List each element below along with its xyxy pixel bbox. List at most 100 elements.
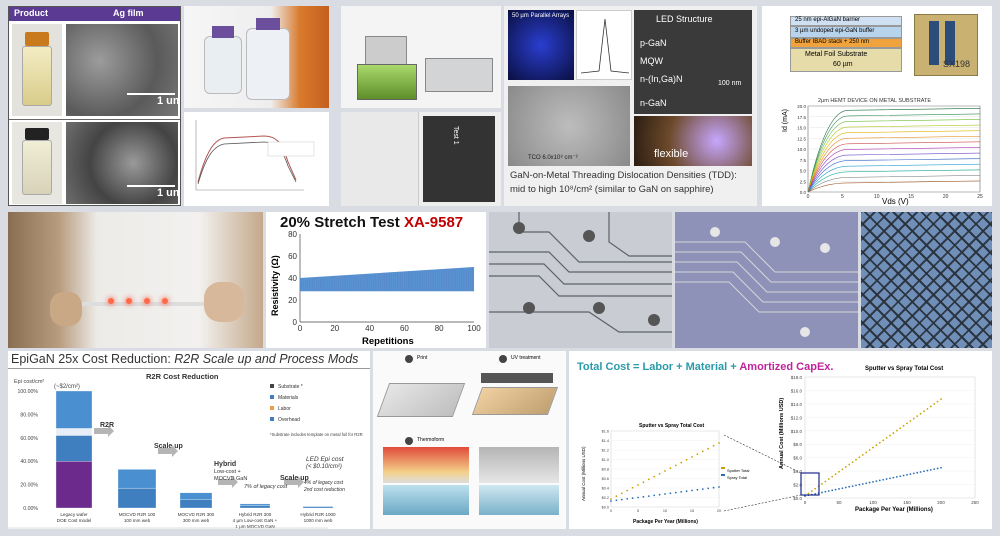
hemt-curve xyxy=(807,180,981,193)
hemt-curve xyxy=(807,175,981,193)
hemt-ytick: 0.0 xyxy=(800,190,807,195)
large-spray-point xyxy=(875,480,878,483)
large-ytick: $6.0 xyxy=(793,456,802,461)
col-ag-film: Ag film xyxy=(113,8,144,18)
stretch-test-title: 20% Stretch Test XA-9587 xyxy=(280,214,464,231)
large-sputter-point xyxy=(912,417,915,420)
epi-bar-label: 4 µm Low-cost GaN + xyxy=(233,518,278,523)
large-sputter-point xyxy=(855,458,857,461)
large-spray-point xyxy=(906,473,908,476)
small-spray-point xyxy=(647,495,650,497)
small-sputter-point xyxy=(631,486,634,489)
large-spray-point xyxy=(892,476,895,479)
hemt-curve xyxy=(807,163,981,193)
epi-bar-segment xyxy=(55,428,93,436)
large-sputter-point xyxy=(875,444,878,447)
large-sputter-point xyxy=(807,492,810,495)
large-sputter-point xyxy=(844,466,847,468)
hemt-curve xyxy=(807,147,981,193)
epi-bar-label: 1000 mm web xyxy=(304,518,333,523)
small-xtick: 5 xyxy=(637,509,639,513)
lab-bottles-photo xyxy=(184,6,329,108)
small-sputter-point xyxy=(674,464,677,467)
small-sputter-point xyxy=(691,456,693,458)
large-spray-point xyxy=(912,472,915,475)
large-sputter-point xyxy=(936,400,939,403)
large-sputter-point xyxy=(919,412,922,415)
small-ytick: $1.6 xyxy=(602,430,609,434)
product-ag-film-table: Product Ag film 1 um 1 um xyxy=(8,6,181,206)
large-sputter-point xyxy=(858,456,861,459)
small-ytick: $1.2 xyxy=(602,449,609,453)
epi-legend-label: Substrate * xyxy=(278,384,303,390)
large-spray-point xyxy=(882,478,885,481)
r2r-chart-title: R2R Cost Reduction xyxy=(146,372,219,381)
small-xtick: 0 xyxy=(610,509,612,513)
circuit-photo-2 xyxy=(675,212,858,348)
epi-step-arrow xyxy=(284,476,304,488)
hemt-xtick: 20 xyxy=(943,194,949,200)
small-sputter-point xyxy=(696,453,699,456)
large-spray-point xyxy=(899,475,902,478)
large-spray-point xyxy=(858,483,861,486)
large-spray-point xyxy=(929,468,932,471)
large-ytick: $12.0 xyxy=(791,415,803,420)
tdd-caption-2: mid to high 10⁸/cm² (similar to GaN on s… xyxy=(510,184,714,195)
large-sputter-point xyxy=(878,441,881,444)
epi-legend-swatch xyxy=(270,406,274,410)
epi-bar-segment xyxy=(239,503,271,506)
epi-ytick: 40.00% xyxy=(20,459,38,465)
large-xtick: 250 xyxy=(971,500,979,505)
large-xtick: 200 xyxy=(937,500,945,505)
small-spray-point xyxy=(685,490,688,493)
large-spray-point xyxy=(821,491,823,494)
small-spray-point xyxy=(620,498,623,501)
hemt-curve xyxy=(807,130,981,193)
large-sputter-point xyxy=(923,410,925,413)
large-spray-point xyxy=(851,485,854,488)
step-print: Print xyxy=(376,355,467,435)
hemt-curve xyxy=(807,141,981,193)
epi-step-arrow xyxy=(158,445,178,457)
small-sputter-point xyxy=(653,475,656,478)
epi-bar-segment xyxy=(302,505,334,507)
hemt-xtick: 10 xyxy=(874,194,880,200)
large-sputter-point xyxy=(821,482,823,485)
large-spray-point xyxy=(916,471,919,474)
hemt-ylabel: Id (mA) xyxy=(782,109,789,132)
large-sputter-point xyxy=(899,427,902,430)
small-spray-point xyxy=(626,498,629,500)
tdd-caption-1: GaN-on-Metal Threading Dislocation Densi… xyxy=(510,170,737,181)
large-spray-point xyxy=(824,490,827,493)
small-spray-point xyxy=(696,488,699,491)
hemt-xtick: 25 xyxy=(977,194,983,200)
large-spray-point xyxy=(814,492,817,495)
large-sputter-point xyxy=(838,470,840,473)
large-sputter-point xyxy=(902,424,905,427)
arrays-profile xyxy=(576,10,632,80)
small-sputter-point xyxy=(701,450,704,453)
large-spray-point xyxy=(855,484,857,487)
small-sputter-point xyxy=(685,458,688,461)
col-product: Product xyxy=(14,8,49,18)
hemt-ytick: 5.0 xyxy=(800,169,807,174)
large-spray-point xyxy=(861,483,864,485)
epi-ytick: 20.00% xyxy=(20,483,38,489)
small-spray-point xyxy=(712,486,715,489)
sem-image-2 xyxy=(66,122,178,204)
mask-drawing: Test 1 xyxy=(341,112,501,206)
hemt-ytick: 7.5 xyxy=(800,158,807,163)
large-sputter-point xyxy=(929,405,932,408)
hemt-curve xyxy=(807,119,981,193)
large-spray-point xyxy=(868,481,871,484)
epi-bar-segment xyxy=(179,499,213,509)
small-sputter-point xyxy=(680,461,683,464)
large-chart-frame xyxy=(804,376,976,499)
epi-bar-segment xyxy=(55,461,93,509)
large-ytick: $14.0 xyxy=(791,402,803,407)
hemt-ytick: 20.0 xyxy=(797,104,806,109)
epi-bar-label: Hybrid R2R 300 xyxy=(239,512,272,517)
large-xtick: 0 xyxy=(804,500,807,505)
